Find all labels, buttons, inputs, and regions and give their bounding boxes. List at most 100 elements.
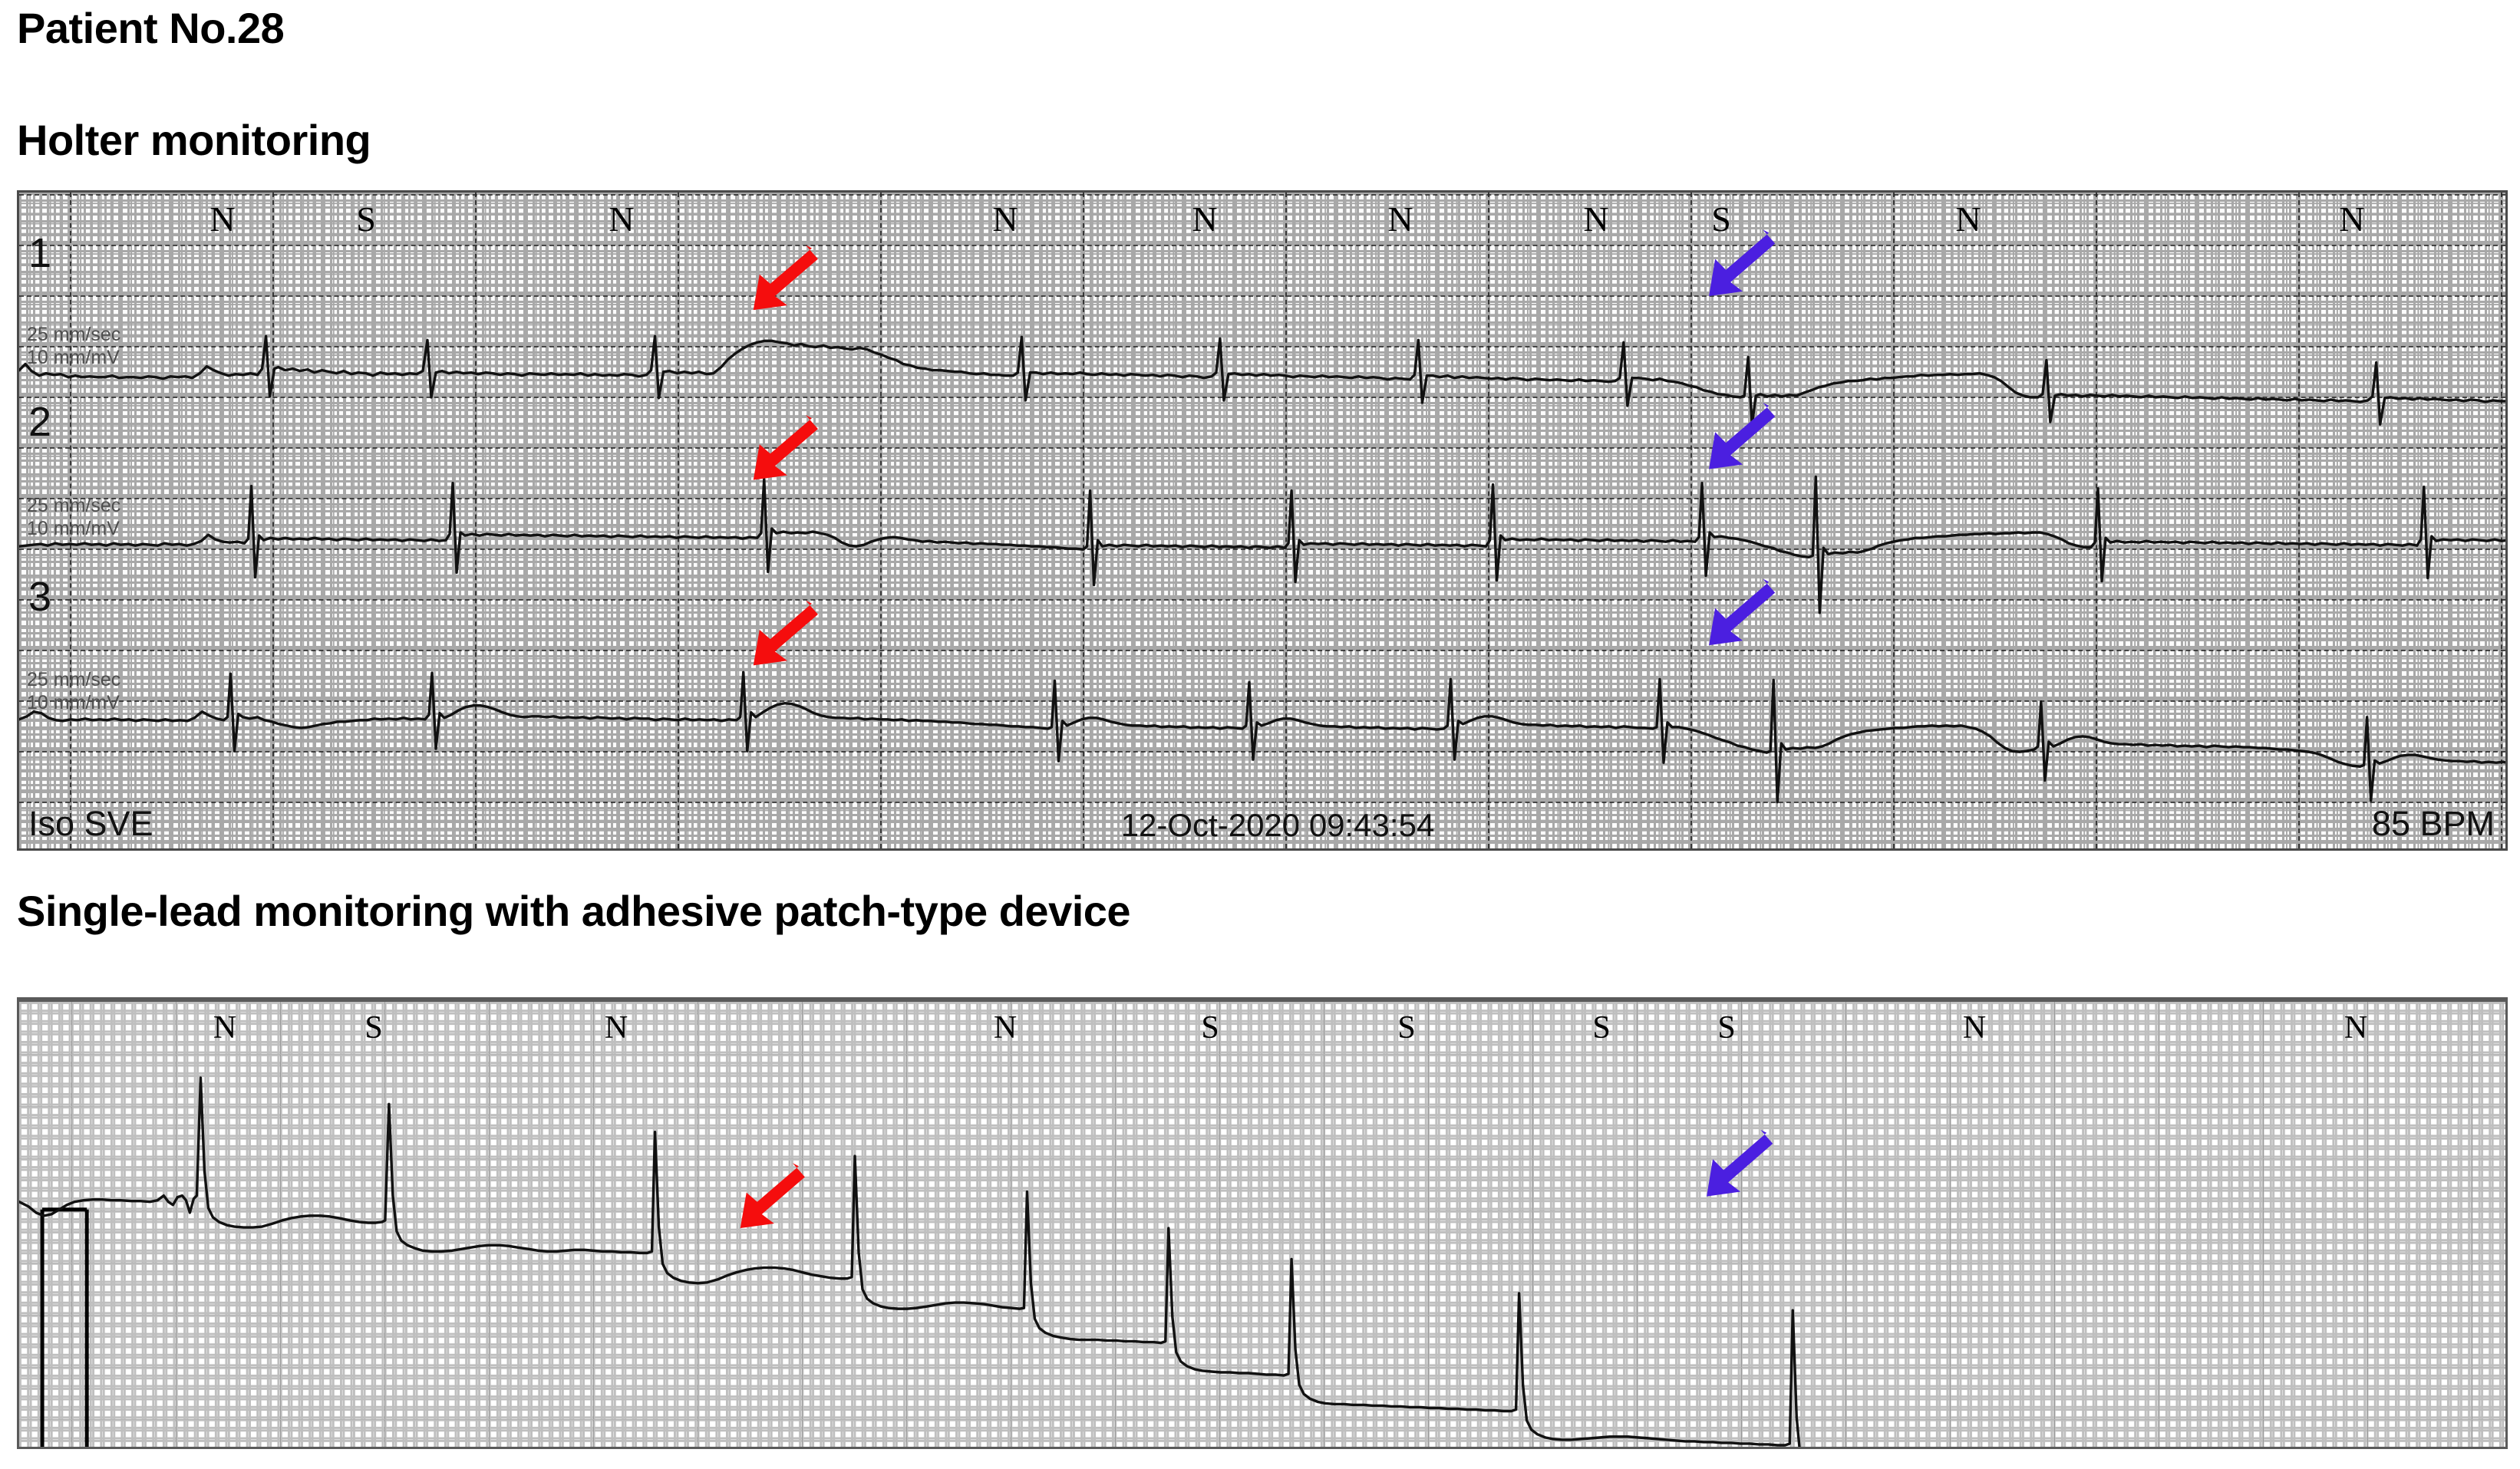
grid-major-line: [1637, 1002, 1638, 1447]
blue-arrow-icon: [1709, 578, 1776, 646]
blue-arrow-icon: [1707, 1129, 1773, 1197]
grid-major-line: [2367, 1002, 2368, 1447]
channel-number-2: 2: [28, 399, 52, 445]
red-arrow-icon: [753, 600, 818, 666]
red-arrow-icon: [753, 245, 818, 311]
patch-grid: [19, 1002, 2505, 1447]
beat-label: S: [1201, 1010, 1219, 1046]
grid-major-line: [280, 1002, 281, 1447]
status-timestamp: 12-Oct-2020 09:43:54: [1120, 807, 1435, 843]
patch-strip-panel: N S N N S S S S N N: [17, 997, 2508, 1449]
calibration-speed-3: 25 mm/sec: [27, 669, 121, 690]
beat-label: N: [609, 199, 635, 239]
grid-major-line: [1115, 1002, 1116, 1447]
grid-major-line: [19, 1315, 2505, 1316]
status-heart-rate: 85 BPM: [2371, 804, 2495, 843]
grid-major-line: [19, 700, 2505, 702]
grid-major-line: [906, 1002, 907, 1447]
grid-major-line: [1690, 193, 1692, 848]
beat-label: N: [1955, 199, 1981, 239]
grid-major-line: [593, 1002, 594, 1447]
beat-label: N: [209, 199, 236, 239]
grid-major-line: [71, 1002, 72, 1447]
red-arrow-icon: [740, 1163, 805, 1229]
grid-major-line: [1845, 1002, 1846, 1447]
grid-major-line: [19, 1054, 2505, 1055]
grid-major-line: [1532, 1002, 1533, 1447]
grid-major-line: [19, 1419, 2505, 1420]
grid-major-line: [19, 447, 2505, 449]
ecg-trace-channel-1: [19, 334, 2505, 427]
calibration-gain-2: 10 mm/mV: [27, 518, 120, 539]
grid-major-line: [19, 397, 2505, 398]
grid-major-line: [19, 599, 2505, 601]
grid-major-line: [19, 1367, 2505, 1368]
beat-label: S: [364, 1010, 383, 1046]
ecg-trace-channel-2: [19, 475, 2505, 614]
grid-major-line: [2263, 1002, 2264, 1447]
grid-major-line: [19, 1158, 2505, 1159]
calibration-pulse: [40, 1207, 89, 1447]
ecg-trace-single-lead: [19, 1076, 1801, 1447]
grid-major-line: [1893, 193, 1895, 848]
beat-label: N: [992, 199, 1018, 239]
beat-label: N: [993, 1010, 1018, 1046]
grid-major-line: [19, 802, 2505, 803]
beat-label: N: [2344, 1010, 2368, 1046]
red-arrow-icon: [753, 415, 818, 480]
grid-major-line: [1285, 193, 1287, 848]
calibration-speed-2: 25 mm/sec: [27, 495, 121, 516]
beat-label: S: [356, 199, 376, 239]
beat-label: S: [1397, 1010, 1416, 1046]
channel-number-3: 3: [28, 574, 52, 620]
blue-arrow-icon: [1709, 402, 1776, 469]
grid-major-line: [2298, 193, 2300, 848]
grid-major-line: [475, 193, 477, 848]
beat-label: N: [1583, 199, 1609, 239]
calibration-speed-1: 25 mm/sec: [27, 324, 121, 345]
grid-major-line: [1083, 193, 1084, 848]
page-title: Patient No.28: [17, 4, 285, 52]
ecg-trace-channel-3: [19, 670, 2505, 804]
grid-major-line: [1741, 1002, 1742, 1447]
grid-major-line: [19, 498, 2505, 499]
grid-major-line: [880, 193, 882, 848]
beat-label: N: [213, 1010, 237, 1046]
beat-label: N: [604, 1010, 628, 1046]
calibration-gain-1: 10 mm/mV: [27, 347, 120, 368]
grid-major-line: [19, 650, 2505, 651]
blue-arrow-icon: [1709, 229, 1776, 296]
calibration-gain-3: 10 mm/mV: [27, 692, 120, 713]
grid-major-line: [19, 295, 2505, 297]
grid-major-line: [489, 1002, 490, 1447]
channel-number-1: 1: [28, 230, 52, 276]
grid-major-line: [1428, 1002, 1429, 1447]
grid-major-line: [1219, 1002, 1220, 1447]
holter-grid: [19, 193, 2505, 848]
beat-label: N: [1387, 199, 1413, 239]
beat-label: S: [1717, 1010, 1736, 1046]
grid-major-line: [678, 193, 679, 848]
grid-major-line: [19, 1106, 2505, 1107]
beat-label: S: [1592, 1010, 1611, 1046]
grid-major-line: [802, 1002, 803, 1447]
grid-major-line: [1488, 193, 1489, 848]
grid-major-line: [19, 1210, 2505, 1211]
beat-label: N: [1192, 199, 1218, 239]
grid-major-line: [19, 245, 2505, 246]
grid-major-line: [272, 193, 274, 848]
grid-major-line: [2054, 1002, 2055, 1447]
patch-annotation-arrows: [740, 1129, 1773, 1229]
section-title-patch: Single-lead monitoring with adhesive pat…: [17, 887, 1131, 935]
grid-major-line: [19, 346, 2505, 347]
grid-major-line: [1950, 1002, 1951, 1447]
grid-major-line: [2501, 193, 2502, 848]
patch-traces: [19, 1076, 1801, 1447]
grid-major-line: [19, 751, 2505, 753]
section-title-holter: Holter monitoring: [17, 116, 371, 164]
holter-annotation-arrows: [753, 229, 1776, 666]
beat-label: S: [1711, 199, 1731, 239]
holter-strip-panel: 1 2 3 25 mm/sec 10 mm/mV 25 mm/sec 10 mm…: [17, 190, 2508, 851]
beat-label: N: [1962, 1010, 1987, 1046]
